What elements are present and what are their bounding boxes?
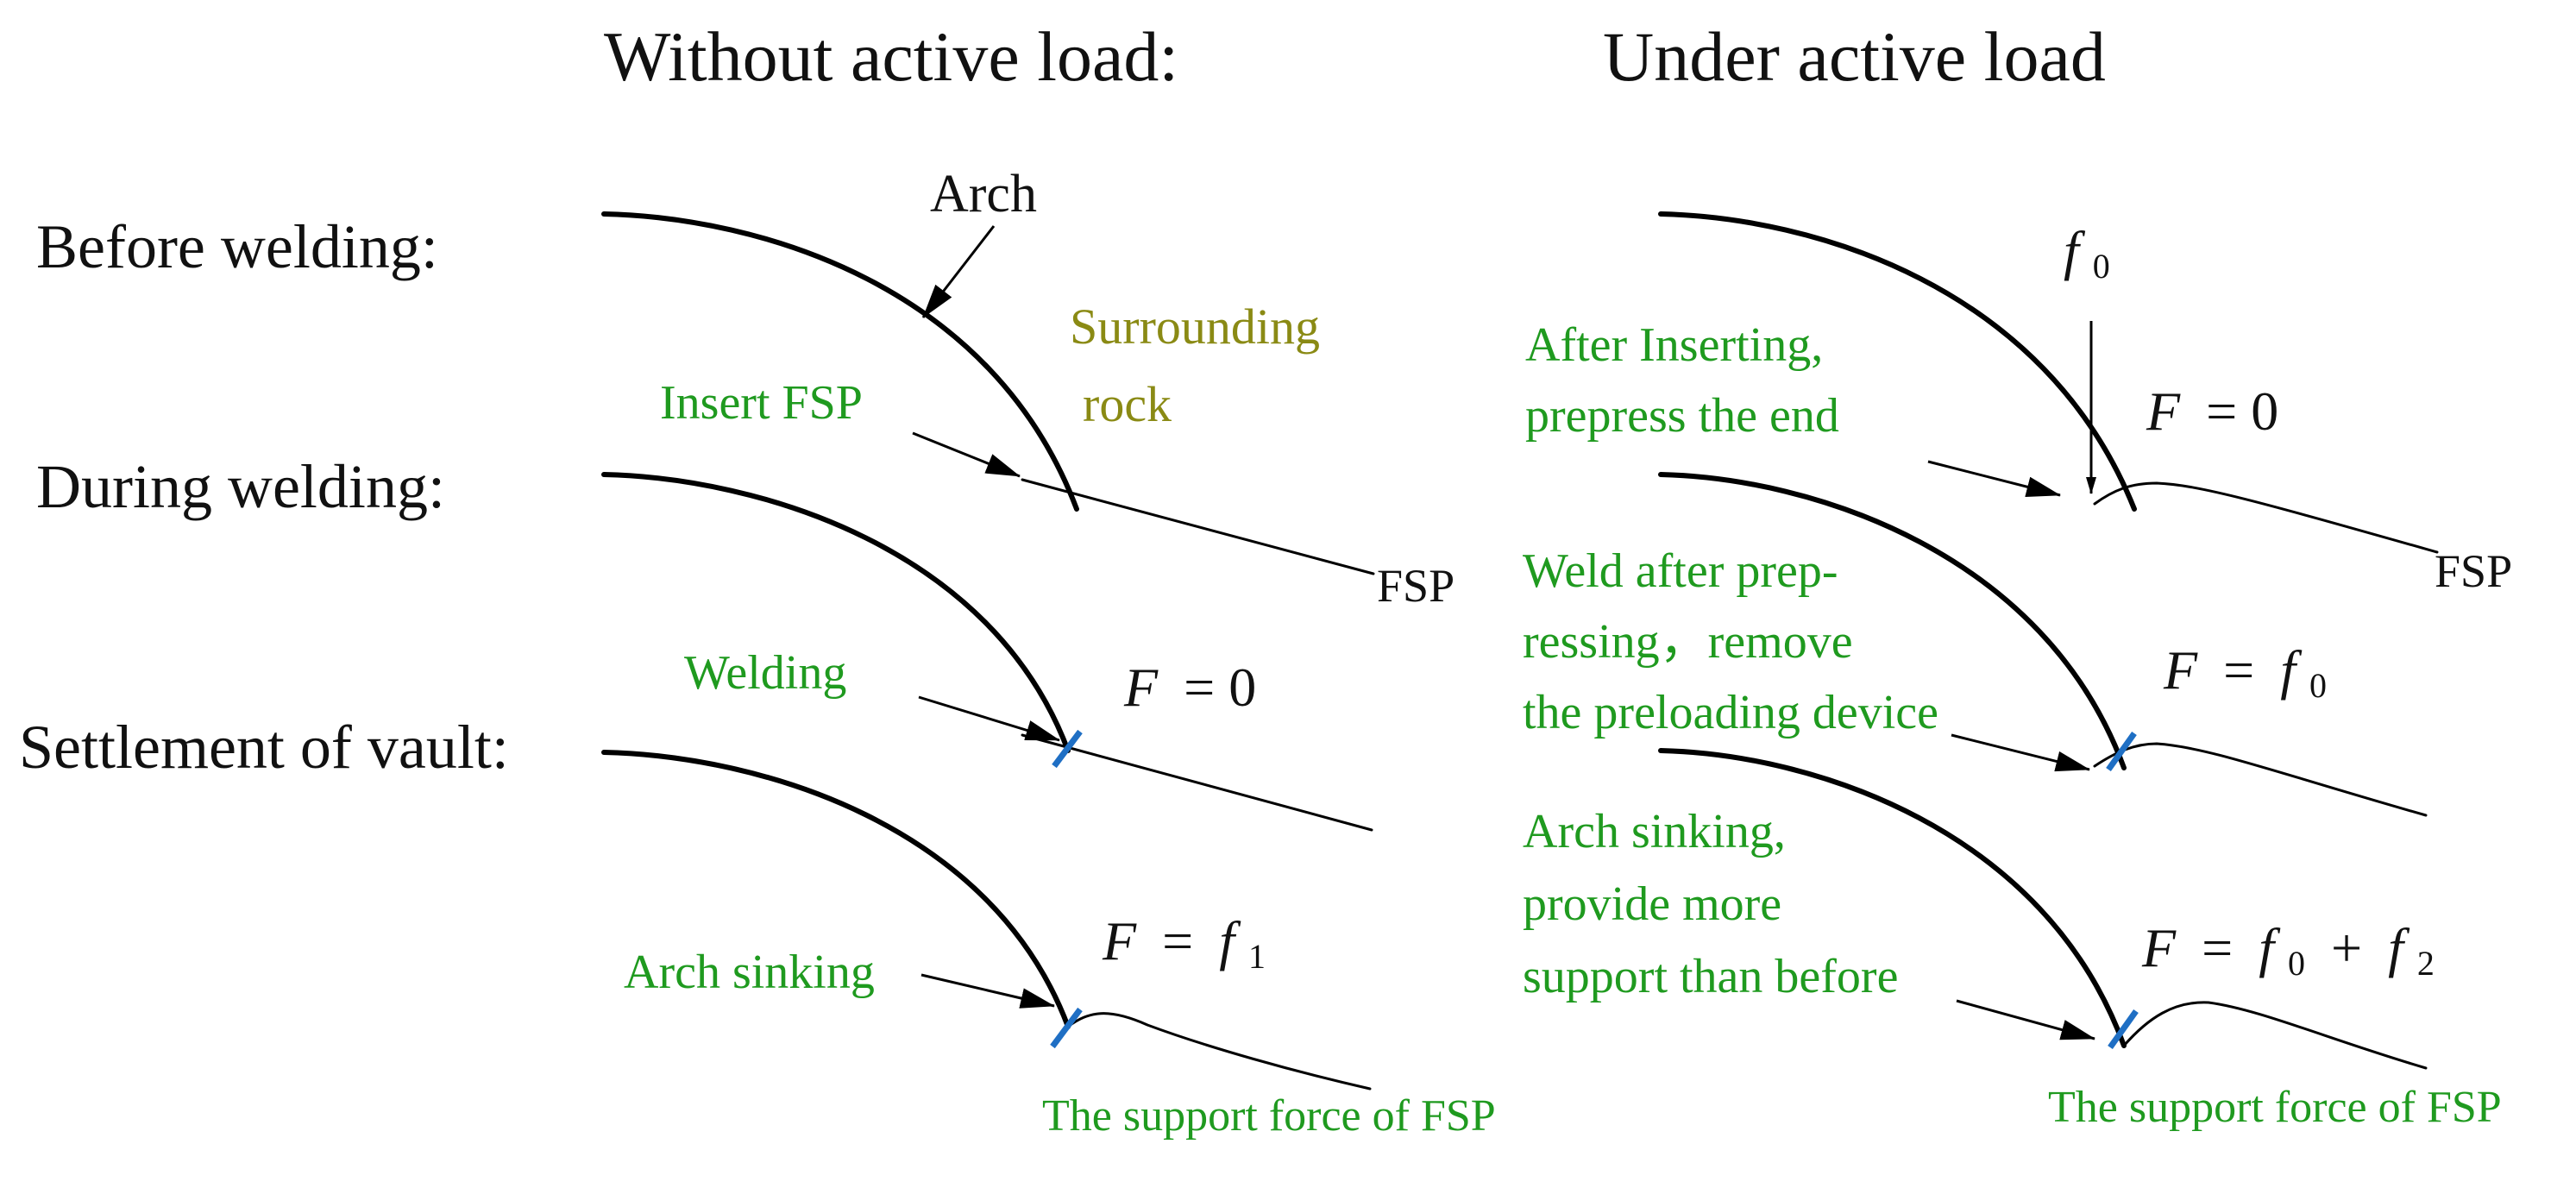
fsp-bar-before-left bbox=[1021, 478, 1375, 575]
f1-symbol: f bbox=[1219, 910, 1241, 971]
welding-label: Welding bbox=[684, 646, 846, 700]
stage-before-welding: Before welding: bbox=[36, 212, 438, 281]
arch-sinking-leader-arrow-left bbox=[920, 973, 1055, 1009]
fsp-label-right: FSP bbox=[2435, 545, 2512, 597]
arch-curve-before-left bbox=[601, 211, 1079, 512]
prepress-label-line1: After Inserting, bbox=[1525, 318, 1823, 372]
weld-mark-during-right bbox=[2106, 731, 2137, 772]
equals-sign: = bbox=[1162, 910, 1193, 971]
fsp-bar-settle-left bbox=[1066, 1012, 1372, 1091]
fsp-bar-during-left bbox=[1021, 733, 1373, 832]
arch-label: Arch bbox=[930, 165, 1037, 223]
weld-prepress-label-line1: Weld after prep- bbox=[1523, 544, 1838, 598]
f0-load-label: f 0 bbox=[2064, 220, 2110, 286]
arch-curve-before-right bbox=[1658, 211, 2137, 512]
f1-subscript: 1 bbox=[1248, 937, 1266, 976]
force-during-left: F = 0 bbox=[1123, 657, 1256, 718]
arch-curve-settle-right bbox=[1658, 748, 2127, 1048]
stage-settlement-of-vault: Settlement of vault: bbox=[19, 713, 509, 782]
prepress-label-line2: prepress the end bbox=[1525, 389, 1839, 443]
force-symbol: F bbox=[1123, 657, 1159, 718]
weld-mark-settle-right bbox=[2108, 1009, 2139, 1050]
weld-prepress-label-line2: ressing，remove bbox=[1523, 615, 1853, 669]
prepress-leader-arrow bbox=[1927, 460, 2061, 497]
force-before-right: F = 0 bbox=[2146, 380, 2278, 442]
fsp-bar-before-right bbox=[2093, 481, 2439, 554]
equals-sign: = bbox=[2202, 917, 2233, 978]
force-symbol: F bbox=[2163, 639, 2198, 701]
f2-subscript: 2 bbox=[2417, 944, 2435, 983]
insert-fsp-label: Insert FSP bbox=[660, 376, 863, 430]
force-during-right: F = f 0 bbox=[2163, 639, 2327, 705]
arch-sinking-label-right-line3: support than before bbox=[1523, 950, 1898, 1003]
force-settle-left: F = f 1 bbox=[1102, 910, 1266, 976]
f0-symbol: f bbox=[2259, 917, 2281, 978]
insert-fsp-leader-arrow bbox=[912, 431, 1021, 478]
weld-mark-during-left bbox=[1052, 729, 1083, 769]
force-settle-right: F = f 0 + f 2 bbox=[2141, 917, 2435, 987]
arch-sinking-leader-arrow-right bbox=[1956, 999, 2095, 1040]
equals-sign: = bbox=[2223, 639, 2254, 701]
arch-sinking-label-right-line2: provide more bbox=[1523, 877, 1781, 931]
force-symbol: F bbox=[1102, 910, 1137, 971]
weld-mark-settle-left bbox=[1050, 1007, 1083, 1049]
force-value: = 0 bbox=[1184, 657, 1256, 718]
f0-subscript: 0 bbox=[2309, 666, 2327, 705]
header-without-active-load: Without active load: bbox=[604, 17, 1178, 96]
arch-sinking-label-right-line1: Arch sinking, bbox=[1523, 805, 1786, 858]
arch-leader-arrow bbox=[921, 225, 996, 318]
welding-leader-arrow bbox=[918, 695, 1060, 742]
f0-subscript: 0 bbox=[2288, 944, 2305, 983]
force-symbol: F bbox=[2141, 917, 2177, 978]
arch-curve-during-left bbox=[601, 472, 1071, 753]
force-symbol: F bbox=[2146, 380, 2181, 442]
fsp-bar-settle-right bbox=[2122, 1001, 2428, 1070]
f0-symbol: f bbox=[2064, 220, 2086, 281]
surrounding-rock-label-line1: Surrounding bbox=[1070, 299, 1320, 355]
f2-symbol: f bbox=[2388, 917, 2410, 978]
support-caption-left: The support force of FSP bbox=[1042, 1091, 1496, 1141]
surrounding-rock-label-line2: rock bbox=[1083, 376, 1172, 432]
stage-during-welding: During welding: bbox=[36, 452, 445, 521]
support-caption-right: The support force of FSP bbox=[2048, 1083, 2502, 1132]
plus-sign: + bbox=[2331, 917, 2362, 978]
f0-symbol: f bbox=[2280, 639, 2303, 701]
header-under-active-load: Under active load bbox=[1603, 17, 2106, 96]
weld-prepress-leader-arrow bbox=[1951, 733, 2090, 772]
arch-curve-during-right bbox=[1658, 472, 2127, 770]
fsp-label-left: FSP bbox=[1377, 560, 1454, 612]
arch-sinking-label-left: Arch sinking bbox=[624, 946, 875, 999]
weld-prepress-label-line3: the preloading device bbox=[1523, 686, 1938, 739]
fsp-bar-during-right bbox=[2093, 742, 2428, 817]
f0-subscript: 0 bbox=[2093, 247, 2110, 286]
force-value: = 0 bbox=[2206, 380, 2278, 442]
arch-curve-settle-left bbox=[601, 750, 1071, 1029]
